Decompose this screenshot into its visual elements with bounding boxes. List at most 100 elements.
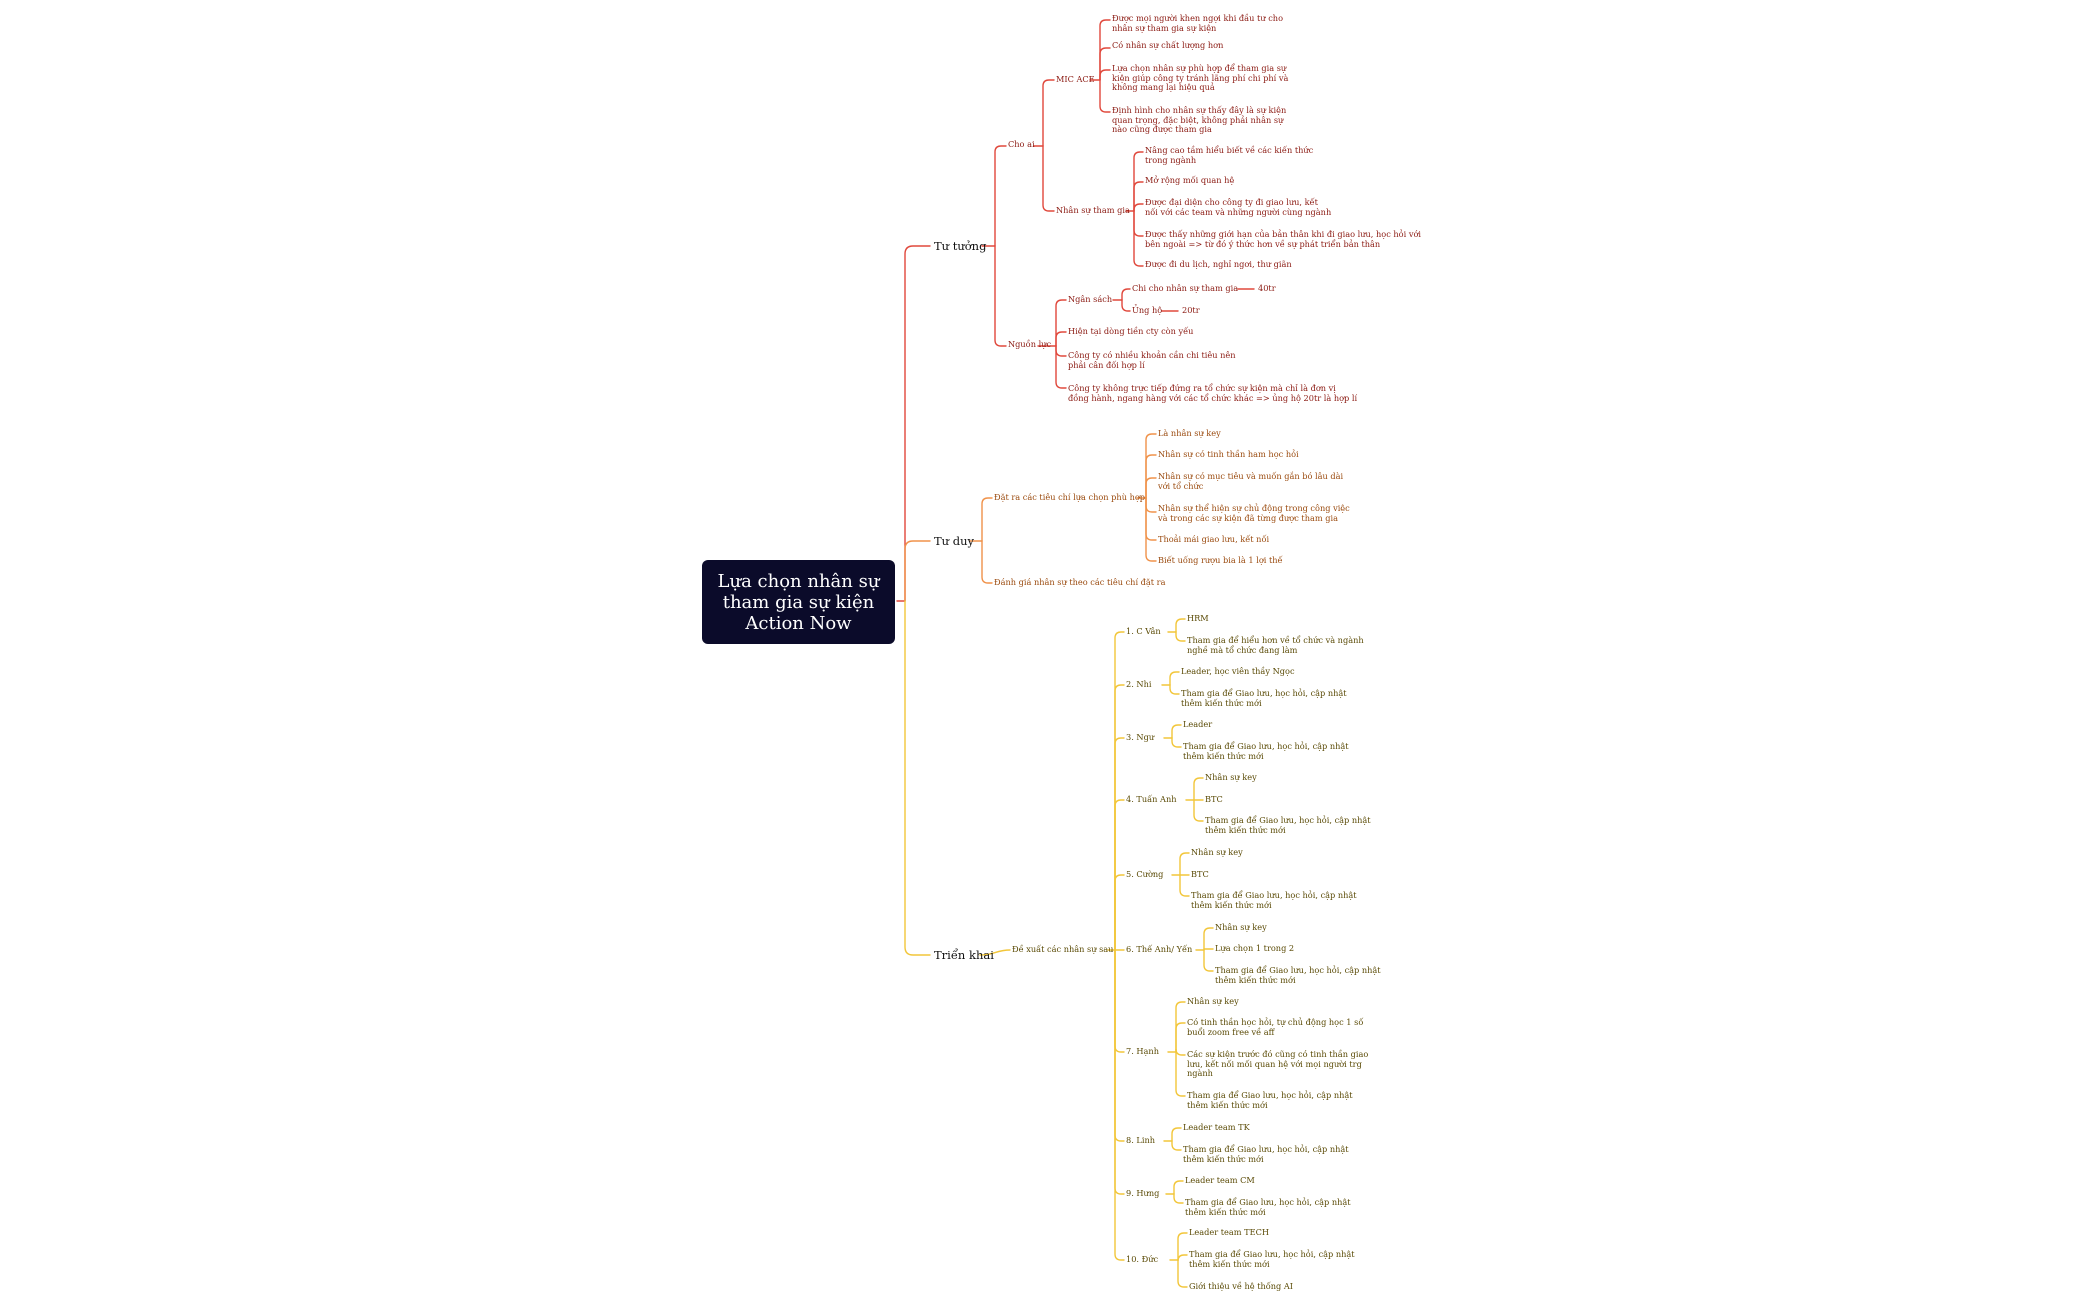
nhan-su-link-0 [1133, 151, 1144, 212]
nguon-luc-link-2 [1055, 345, 1067, 357]
mic-ace-item-3[interactable]: Định hình cho nhân sự thấy đây là sự kiệ… [1112, 105, 1287, 134]
person-7-note-2[interactable]: Các sự kiện trước đó cũng có tinh thần g… [1187, 1049, 1369, 1078]
nhan-su-item-1[interactable]: Mở rộng mối quan hệ [1145, 175, 1235, 185]
cho-ai-link-0 [1042, 79, 1055, 147]
person-6-note-0[interactable]: Nhân sự key [1215, 922, 1267, 932]
nhan-su-item-0[interactable]: Nâng cao tầm hiểu biết về các kiến thức … [1145, 145, 1314, 165]
person-1-notes-link-0 [1175, 618, 1186, 633]
tieu-chi-item-0[interactable]: Là nhân sự key [1158, 428, 1221, 438]
tieu-chi-link-3 [1145, 497, 1157, 513]
person-3-note-1[interactable]: Tham gia để Giao lưu, học hỏi, cập nhật … [1183, 741, 1349, 761]
person-4-note-2[interactable]: Tham gia để Giao lưu, học hỏi, cập nhật … [1205, 815, 1371, 835]
tieu-chi-item-2[interactable]: Nhân sự có mục tiêu và muốn gắn bó lâu d… [1158, 471, 1344, 491]
nhan-su-item-4[interactable]: Được đi du lịch, nghỉ ngơi, thư giãn [1145, 259, 1292, 269]
person-4-note-0[interactable]: Nhân sự key [1205, 772, 1257, 782]
person-4[interactable]: 4. Tuấn Anh [1126, 794, 1177, 804]
person-10-note-0[interactable]: Leader team TECH [1189, 1227, 1269, 1237]
person-6-note-1[interactable]: Lựa chọn 1 trong 2 [1215, 943, 1295, 953]
person-4-notes-link-0 [1193, 777, 1204, 801]
person-4-note-1[interactable]: BTC [1205, 794, 1223, 804]
node-danh-gia[interactable]: Đánh giá nhân sự theo các tiêu chí đặt r… [994, 577, 1166, 587]
nguon-luc-item-2[interactable]: Công ty không trực tiếp đứng ra tổ chức … [1068, 383, 1358, 403]
person-2-notes-link-1 [1169, 684, 1180, 695]
nguon-luc-item-1[interactable]: Công ty có nhiều khoản cần chi tiêu nên … [1068, 350, 1236, 370]
ngan-sach-chi[interactable]: Chi cho nhân sự tham gia [1132, 283, 1239, 293]
de-xuat-link-3 [1114, 799, 1125, 951]
person-3-note-0[interactable]: Leader [1183, 719, 1213, 729]
ngan-sach-link-0 [1121, 288, 1131, 301]
person-3-notes-link-1 [1171, 737, 1182, 748]
person-10[interactable]: 10. Đức [1126, 1254, 1159, 1264]
tieu-chi-item-4[interactable]: Thoải mái giao lưu, kết nối [1158, 534, 1270, 544]
person-5-note-0[interactable]: Nhân sự key [1191, 847, 1243, 857]
tu-tuong-link-0 [994, 145, 1007, 247]
person-5-note-2[interactable]: Tham gia để Giao lưu, học hỏi, cập nhật … [1191, 890, 1357, 910]
person-9[interactable]: 9. Hưng [1126, 1188, 1160, 1198]
node-nguon-luc[interactable]: Nguồn lực [1008, 339, 1052, 349]
node-ngan-sach[interactable]: Ngân sách [1068, 294, 1113, 304]
mic-ace-link-1 [1099, 47, 1111, 81]
person-1-note-1[interactable]: Tham gia để hiểu hơn về tổ chức và ngành… [1187, 635, 1364, 655]
tieu-chi-link-0 [1145, 433, 1157, 499]
person-2-note-0[interactable]: Leader, học viên thầy Ngọc [1181, 666, 1295, 676]
branch-trien-khai[interactable]: Triển khai [934, 948, 994, 962]
person-9-note-0[interactable]: Leader team CM [1185, 1175, 1255, 1185]
person-7-notes-link-3 [1175, 1051, 1186, 1097]
person-6-note-2[interactable]: Tham gia để Giao lưu, học hỏi, cập nhật … [1215, 965, 1381, 985]
person-10-note-1[interactable]: Tham gia để Giao lưu, học hỏi, cập nhật … [1189, 1249, 1355, 1269]
node-cho-ai[interactable]: Cho ai [1008, 139, 1035, 149]
person-6[interactable]: 6. Thế Anh/ Yến [1126, 944, 1193, 954]
tieu-chi-item-3[interactable]: Nhân sự thể hiện sự chủ động trong công … [1158, 503, 1350, 523]
person-2-note-1[interactable]: Tham gia để Giao lưu, học hỏi, cập nhật … [1181, 688, 1347, 708]
mic-ace-link-0 [1099, 19, 1111, 81]
person-9-notes-link-0 [1173, 1180, 1184, 1195]
trien-khai-link [979, 949, 1011, 956]
person-8-note-0[interactable]: Leader team TK [1183, 1122, 1250, 1132]
ngan-sach-link-1 [1121, 299, 1131, 312]
ngan-sach-ung-ho[interactable]: Ủng hộ [1132, 305, 1163, 315]
root-topic[interactable]: Lựa chọn nhân sự tham gia sự kiện Action… [702, 560, 895, 644]
nhan-su-link-2 [1133, 203, 1144, 212]
mic-ace-item-1[interactable]: Có nhân sự chất lượng hơn [1112, 40, 1224, 50]
person-1-note-0[interactable]: HRM [1187, 613, 1209, 623]
root-title: Lựa chọn nhân sự tham gia sự kiện Action… [717, 570, 880, 634]
tieu-chi-item-5[interactable]: Biết uống rượu bia là 1 lợi thế [1158, 555, 1283, 565]
nhan-su-item-2[interactable]: Được đại diện cho công ty đi giao lưu, k… [1145, 197, 1332, 217]
tieu-chi-link-5 [1145, 497, 1157, 562]
tieu-chi-link-4 [1145, 497, 1157, 541]
node-de-xuat[interactable]: Đề xuất các nhân sự sau [1012, 944, 1114, 954]
branch-tu-duy[interactable]: Tư duy [934, 534, 974, 548]
person-5[interactable]: 5. Cường [1126, 869, 1164, 879]
person-5-note-1[interactable]: BTC [1191, 869, 1209, 879]
person-8[interactable]: 8. Linh [1126, 1135, 1156, 1145]
mic-ace-item-0[interactable]: Được mọi người khen ngợi khi đầu tư cho … [1112, 13, 1284, 33]
person-8-note-1[interactable]: Tham gia để Giao lưu, học hỏi, cập nhật … [1183, 1144, 1349, 1164]
nhan-su-item-3[interactable]: Được thấy những giới hạn của bản thân kh… [1145, 229, 1421, 249]
person-2[interactable]: 2. Nhi [1126, 679, 1152, 689]
mic-ace-item-2[interactable]: Lựa chọn nhân sự phù hợp để tham gia sự … [1112, 63, 1289, 92]
person-10-note-2[interactable]: Giới thiệu về hệ thống AI [1189, 1281, 1294, 1291]
ngan-sach-ung-ho-value[interactable]: 20tr [1182, 305, 1200, 315]
branch-tu-tuong[interactable]: Tư tưởng [934, 239, 987, 253]
person-10-notes-link-1 [1177, 1254, 1188, 1262]
mic-ace-link-2 [1099, 69, 1111, 81]
node-nhan-su-tham-gia[interactable]: Nhân sự tham gia [1056, 205, 1130, 215]
person-7-note-1[interactable]: Có tinh thần học hỏi, tự chủ động học 1 … [1187, 1017, 1364, 1037]
person-3[interactable]: 3. Ngư [1126, 732, 1155, 742]
person-4-notes-link-2 [1193, 799, 1204, 822]
nguon-luc-item-0[interactable]: Hiện tại dòng tiền cty còn yếu [1068, 326, 1194, 336]
person-1[interactable]: 1. C Vân [1126, 626, 1161, 636]
person-9-note-1[interactable]: Tham gia để Giao lưu, học hỏi, cập nhật … [1185, 1197, 1351, 1217]
node-tieu-chi[interactable]: Đặt ra các tiêu chí lựa chọn phù hợp [994, 492, 1146, 502]
person-7-note-3[interactable]: Tham gia để Giao lưu, học hỏi, cập nhật … [1187, 1090, 1353, 1110]
de-xuat-link-8 [1114, 949, 1125, 1195]
nhan-su-link-3 [1133, 210, 1144, 237]
person-1-notes-link-1 [1175, 631, 1186, 642]
de-xuat-link-9 [1114, 949, 1125, 1261]
person-3-notes-link-0 [1171, 724, 1182, 739]
ngan-sach-chi-value[interactable]: 40tr [1258, 283, 1276, 293]
tieu-chi-item-1[interactable]: Nhân sự có tinh thần ham học hỏi [1158, 449, 1299, 459]
node-mic-ace[interactable]: MIC ACE [1056, 74, 1095, 84]
person-7-note-0[interactable]: Nhân sự key [1187, 996, 1239, 1006]
person-7[interactable]: 7. Hạnh [1126, 1046, 1159, 1056]
